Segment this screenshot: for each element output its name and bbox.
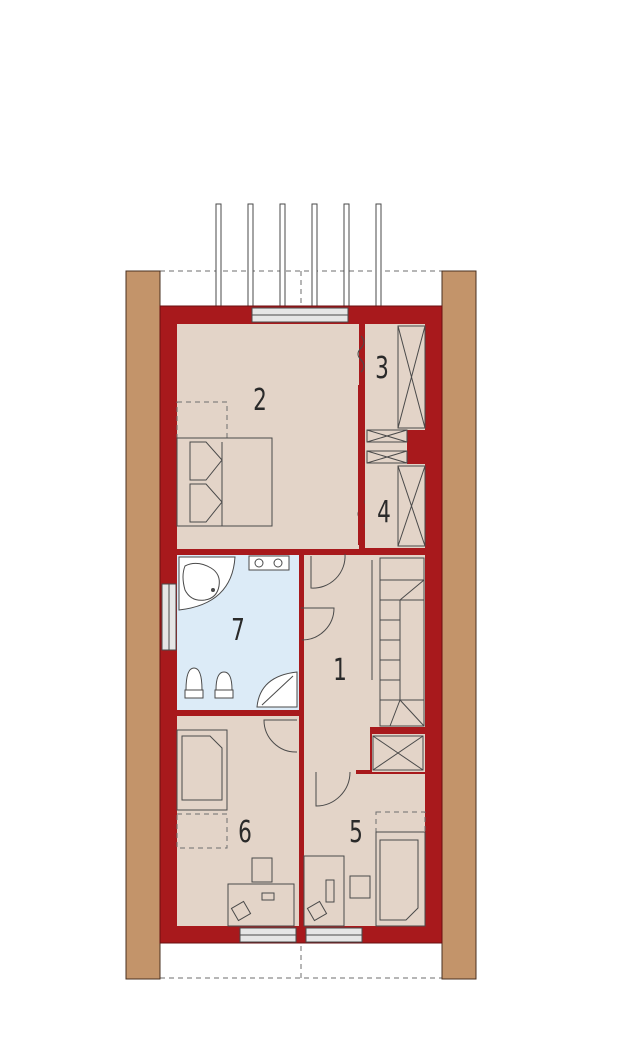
door-room-2: [310, 553, 346, 589]
room-label-5: 5: [349, 816, 363, 850]
room-3-floor: [365, 324, 425, 430]
left-side-wall: [125, 270, 161, 980]
staircase: [371, 557, 425, 727]
stairs-floor: [370, 555, 425, 727]
furniture-room-6: [176, 729, 295, 927]
furniture-room-5: [303, 811, 426, 927]
room-1-floor: [304, 555, 370, 770]
room-label-6: 6: [238, 816, 252, 850]
closet-fittings: [357, 325, 426, 771]
door-room-6: [263, 719, 298, 753]
door-swings: [263, 553, 351, 807]
bathroom-fixtures: [178, 555, 298, 708]
balcony-railing: [215, 203, 382, 307]
room-4-floor: [365, 464, 425, 548]
room-label-3: 3: [375, 352, 389, 386]
door-room-7: [301, 607, 335, 641]
bidet: [215, 671, 233, 691]
bed-room-2: [176, 401, 273, 527]
toilet: [185, 667, 203, 691]
right-side-wall: [441, 270, 477, 980]
shower-tray: [256, 671, 298, 708]
room-label-2: 2: [253, 384, 267, 418]
room-label-7: 7: [231, 614, 245, 648]
windows: [161, 307, 363, 943]
door-room-5: [315, 771, 351, 807]
room-labels: 1 2 3 4 5 6 7: [231, 352, 391, 850]
room-floors: [177, 324, 425, 926]
room-label-1: 1: [333, 654, 347, 688]
room-label-4: 4: [377, 496, 391, 530]
